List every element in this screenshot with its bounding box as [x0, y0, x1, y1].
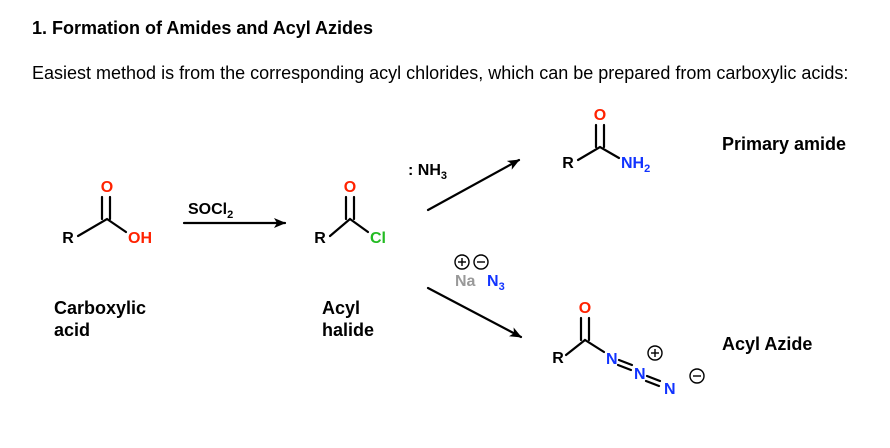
sodium-label: Na [455, 273, 476, 290]
r-group-label: R [314, 230, 326, 247]
minus-charge-icon [689, 368, 705, 384]
carbonyl-oxygen-label: O [101, 179, 113, 196]
minus-charge-icon [473, 254, 489, 270]
single-bonds [576, 145, 621, 162]
intro-text: Easiest method is from the corresponding… [32, 63, 849, 83]
carbonyl-oxygen-label: O [594, 107, 606, 124]
azide-nitrogen-1: N [606, 351, 618, 368]
section-heading: 1. Formation of Amides and Acyl Azides [32, 18, 374, 38]
carboxylic-acid-label-line2: acid [54, 320, 90, 340]
single-bonds [76, 217, 128, 238]
acyl-chloride-structure: R O Cl [314, 179, 386, 247]
carboxylic-acid-label-line1: Carboxylic [54, 298, 146, 318]
single-bonds [328, 217, 370, 238]
r-group-label: R [562, 155, 574, 172]
socl2-step: SOCl2 [182, 201, 287, 228]
primary-amide-label: Primary amide [722, 134, 846, 154]
acyl-azide-label: Acyl Azide [722, 334, 812, 354]
acyl-halide-label-line2: halide [322, 320, 374, 340]
reaction-arrow-down [426, 286, 523, 339]
nh3-reagent: : NH3 [408, 162, 447, 182]
amino-label: NH2 [621, 155, 650, 175]
socl2-reagent: SOCl2 [188, 201, 233, 221]
acyl-azide-structure: R O N N N [552, 300, 705, 398]
azide-nitrogen-3: N [664, 381, 676, 398]
carboxylic-acid-structure: R O OH [62, 179, 152, 247]
chlorine-label: Cl [370, 230, 386, 247]
ammonia-step: : NH3 [408, 158, 521, 212]
plus-charge-icon [454, 254, 470, 270]
carbonyl-oxygen-label: O [344, 179, 356, 196]
azide-nitrogen-2: N [634, 366, 646, 383]
reaction-arrow-up [426, 158, 521, 212]
acyl-halide-label-line1: Acyl [322, 298, 360, 318]
azide-reagent: N3 [487, 273, 505, 293]
hydroxyl-label: OH [128, 230, 152, 247]
plus-charge-icon [647, 345, 663, 361]
azide-step: Na N3 [426, 254, 523, 339]
r-group-label: R [62, 230, 74, 247]
single-bonds [564, 338, 606, 357]
r-group-label: R [552, 350, 564, 367]
carbonyl-oxygen-label: O [579, 300, 591, 317]
primary-amide-structure: R O NH2 [562, 107, 650, 175]
